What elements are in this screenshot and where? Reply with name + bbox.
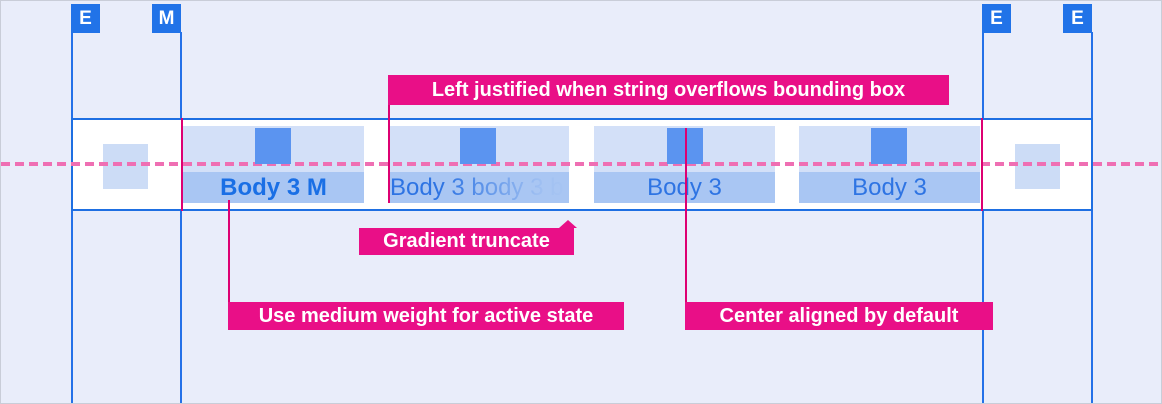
tab-icon-placeholder bbox=[871, 128, 907, 164]
tab-label-truncated: Body 3 body 3 b bbox=[388, 172, 569, 203]
callout-line-center-aligned bbox=[685, 128, 687, 302]
tab-label-default: Body 3 bbox=[799, 172, 980, 203]
guide-line-right-edge bbox=[1091, 32, 1093, 403]
content-edge-line-right bbox=[981, 118, 983, 211]
tab-icon-placeholder bbox=[460, 128, 496, 164]
center-dashed-guideline bbox=[1, 162, 1161, 166]
tab-icon-placeholder bbox=[255, 128, 291, 164]
guide-line-left-edge bbox=[71, 32, 73, 403]
spacing-marker-e-left-outer: E bbox=[71, 4, 100, 33]
tab-label-active: Body 3 M bbox=[183, 172, 364, 203]
guide-line-right-margin bbox=[982, 32, 984, 403]
spacing-marker-e-right-inner: E bbox=[982, 4, 1011, 33]
leading-slot-square bbox=[103, 144, 148, 189]
annotation-center-aligned: Center aligned by default bbox=[685, 302, 993, 330]
tab-label-default: Body 3 bbox=[594, 172, 775, 203]
callout-line-medium-weight bbox=[228, 200, 230, 302]
annotation-gradient-truncate: Gradient truncate bbox=[359, 220, 577, 255]
spacing-marker-e-right-outer: E bbox=[1063, 4, 1092, 33]
annotation-text: Gradient truncate bbox=[383, 230, 550, 252]
content-edge-line-left bbox=[181, 118, 183, 211]
annotation-medium-weight: Use medium weight for active state bbox=[228, 302, 624, 330]
trailing-slot-square bbox=[1015, 144, 1060, 189]
tab-label-text: Body 3 body 3 b bbox=[390, 173, 564, 201]
annotation-left-justified: Left justified when string overflows bou… bbox=[388, 75, 949, 105]
spacing-marker-m-left: M bbox=[152, 4, 181, 33]
arrow-up-pointer bbox=[559, 220, 577, 228]
guide-line-left-margin bbox=[180, 32, 182, 403]
callout-line-left-justified bbox=[388, 104, 390, 203]
